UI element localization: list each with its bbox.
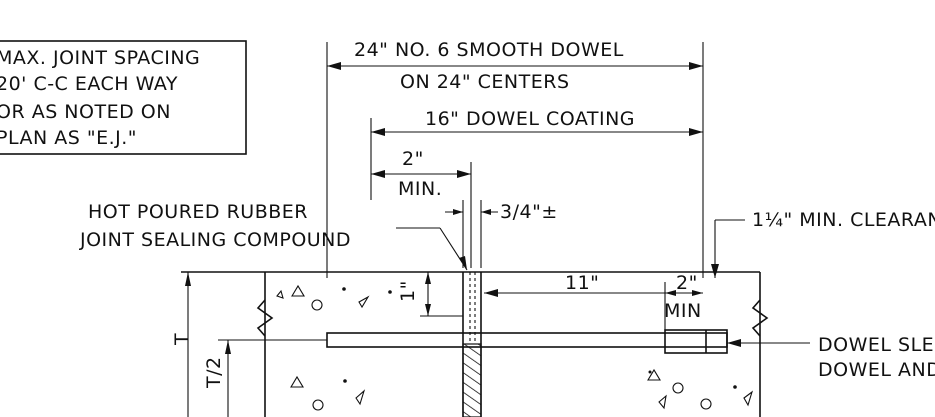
sleeve-callout: DOWEL SLEEVE DOWEL AND	[727, 334, 935, 381]
depth-dimension: 1"	[397, 272, 463, 317]
depth-label: 1"	[397, 280, 419, 302]
dowel-spacing-label: ON 24" CENTERS	[400, 71, 570, 93]
dowel-length-dimension: 24" NO. 6 SMOOTH DOWEL ON 24" CENTERS	[326, 39, 704, 278]
dim-2-sub-label: MIN	[664, 300, 702, 322]
thickness-label: T	[171, 333, 193, 346]
note-box: MAX. JOINT SPACING 20' C-C EACH WAY OR A…	[0, 40, 247, 155]
dowel-sleeve	[664, 329, 728, 354]
sealant-label-1: HOT POURED RUBBER	[88, 201, 308, 223]
break-line-left	[256, 299, 274, 337]
note-line-3: OR AS NOTED ON	[0, 101, 171, 123]
note-line-1: MAX. JOINT SPACING	[0, 47, 200, 69]
min-2in-dimension: 2" MIN.	[371, 148, 472, 268]
dowel-assembly	[326, 329, 728, 354]
joint-filler-hatch	[462, 343, 482, 417]
note-box-frame	[0, 40, 247, 155]
min-2in-sub-label: MIN.	[398, 178, 442, 200]
half-thickness-label: T/2	[203, 356, 225, 389]
joint-width-dimension: 3/4"±	[445, 200, 558, 268]
dim-11-label: 11"	[565, 272, 599, 294]
note-line-2: 20' C-C EACH WAY	[0, 73, 178, 95]
sleeve-label-1: DOWEL SLEEVE	[818, 334, 935, 356]
dowel-spec-label: 24" NO. 6 SMOOTH DOWEL	[354, 39, 624, 61]
thickness-dimensions: T T/2	[171, 272, 327, 417]
dowel-bar	[326, 332, 728, 348]
sleeve-label-2: DOWEL AND	[818, 359, 935, 381]
min-2in-label: 2"	[402, 148, 424, 170]
clearance-callout: 1¼" MIN. CLEARANCE	[711, 209, 935, 278]
note-line-4: PLAN AS "E.J."	[0, 127, 137, 149]
dim-2-label: 2"	[676, 272, 698, 294]
aggregate-texture	[276, 284, 754, 411]
inner-dimensions: 11" 2" MIN	[484, 272, 703, 330]
coating-label: 16" DOWEL COATING	[425, 108, 635, 130]
joint-width-label: 3/4"±	[500, 201, 558, 223]
break-line-right	[751, 299, 769, 337]
coating-dimension: 16" DOWEL COATING	[370, 108, 703, 200]
sealant-label-2: JOINT SEALING COMPOUND	[79, 229, 351, 251]
sealant-callout: HOT POURED RUBBER JOINT SEALING COMPOUND	[79, 201, 468, 271]
clearance-label: 1¼" MIN. CLEARANCE	[752, 209, 935, 231]
concrete-slab	[181, 271, 769, 417]
